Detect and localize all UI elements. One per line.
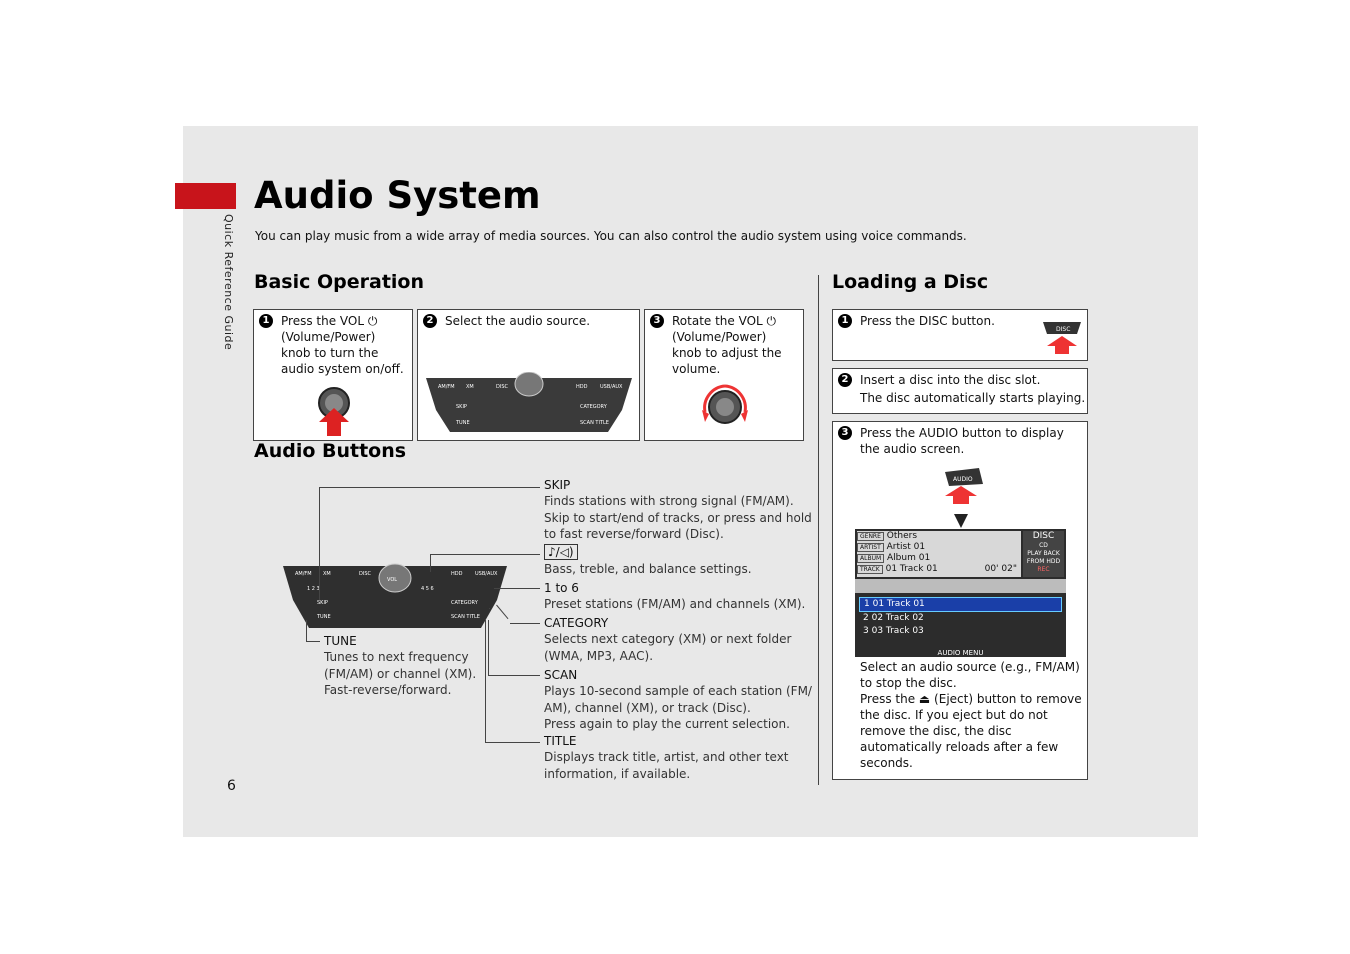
basic-operation-heading: Basic Operation — [254, 271, 425, 293]
step-number: 3 — [650, 314, 664, 328]
sound-settings-label: ♪/◁) — [544, 544, 578, 560]
svg-text:SCAN TITLE: SCAN TITLE — [580, 420, 609, 426]
svg-text:SKIP: SKIP — [317, 600, 328, 606]
step-text: Select the audio source. — [445, 314, 591, 328]
presets-description: Preset stations (FM/AM) and channels (XM… — [544, 597, 806, 611]
audio-panel-diagram: VOL AM/FM XM DISC HDD USB/AUX 1 2 3 4 5 … — [283, 563, 507, 628]
vol-knob-rotate-icon — [702, 384, 748, 424]
leader-line — [488, 675, 540, 676]
column-divider — [818, 275, 819, 785]
svg-text:DISC: DISC — [496, 384, 508, 390]
svg-text:CATEGORY: CATEGORY — [451, 600, 479, 606]
leader-line — [306, 641, 320, 642]
disc-status-panel: DISC CD PLAY BACK FROM HDD REC — [1023, 531, 1064, 577]
step-text: Press the AUDIO button to display the au… — [860, 426, 1064, 456]
step-number: 1 — [259, 314, 273, 328]
title-label: TITLE — [544, 734, 577, 748]
step-number: 2 — [423, 314, 437, 328]
skip-description: Finds stations with strong signal (FM/AM… — [544, 494, 812, 541]
step-box-2: 2 Select the audio source. AM/FM XM DISC… — [417, 309, 640, 441]
svg-text:AM/FM: AM/FM — [438, 384, 455, 390]
leader-line — [510, 623, 540, 624]
svg-text:SKIP: SKIP — [456, 404, 467, 410]
svg-text:SCAN TITLE: SCAN TITLE — [451, 614, 480, 620]
disc-step-box-1: 1 Press the DISC button. DISC — [832, 309, 1088, 361]
disc-step-box-2: 2 Insert a disc into the disc slot. The … — [832, 368, 1088, 414]
svg-text:1 2 3: 1 2 3 — [307, 586, 320, 592]
svg-text:AM/FM: AM/FM — [295, 571, 312, 577]
section-tab — [175, 183, 236, 209]
side-label: Quick Reference Guide — [222, 214, 235, 351]
skip-label: SKIP — [544, 478, 571, 492]
step-number: 1 — [838, 314, 852, 328]
step-number: 3 — [838, 426, 852, 440]
audio-panel-illustration: AM/FM XM DISC HDD USB/AUX SKIP CATEGORY … — [426, 372, 632, 432]
step-number: 2 — [838, 373, 852, 387]
tune-description: Tunes to next frequency (FM/AM) or chann… — [324, 650, 477, 697]
track-list: 1 01 Track 01 2 02 Track 02 3 03 Track 0… — [859, 597, 1062, 638]
svg-text:HDD: HDD — [576, 384, 588, 390]
vol-knob-press-icon — [318, 387, 350, 436]
loading-disc-heading: Loading a Disc — [832, 271, 989, 293]
scan-label: SCAN — [544, 668, 578, 682]
leader-line — [489, 608, 490, 609]
audio-screen: GENRE Others ARTIST Artist 01 ALBUM Albu… — [855, 529, 1066, 657]
step-text: Press the DISC button. — [860, 314, 995, 328]
track-row-selected[interactable]: 1 01 Track 01 — [859, 597, 1062, 612]
leader-line — [488, 620, 489, 675]
svg-text:HDD: HDD — [451, 571, 463, 577]
tune-label: TUNE — [324, 634, 357, 648]
leader-line — [485, 620, 486, 742]
svg-text:TUNE: TUNE — [316, 614, 331, 620]
audio-menu-label: AUDIO MENU — [937, 649, 984, 657]
svg-text:XM: XM — [466, 384, 474, 390]
category-label: CATEGORY — [544, 616, 609, 630]
step-box-1: 1 Press the VOL ⏻ (Volume/Power) knob to… — [253, 309, 413, 441]
svg-text:VOL: VOL — [387, 577, 397, 583]
scan-description: Plays 10-second sample of each station (… — [544, 684, 812, 731]
leader-line — [430, 554, 540, 555]
category-description: Selects next category (XM) or next folde… — [544, 632, 792, 663]
track-row[interactable]: 2 02 Track 02 — [863, 613, 924, 623]
title-description: Displays track title, artist, and other … — [544, 750, 789, 781]
leader-line — [306, 620, 307, 641]
intro-text: You can play music from a wide array of … — [255, 229, 967, 243]
leader-line — [319, 487, 320, 600]
sound-settings-description: Bass, treble, and balance settings. — [544, 562, 752, 576]
leader-line — [494, 588, 540, 589]
page-number: 6 — [227, 778, 236, 794]
page-title: Audio System — [254, 174, 541, 217]
svg-text:TUNE: TUNE — [455, 420, 470, 426]
svg-text:4 5 6: 4 5 6 — [421, 586, 434, 592]
svg-text:USB/AUX: USB/AUX — [600, 384, 623, 390]
svg-text:DISC: DISC — [1056, 326, 1070, 333]
svg-text:DISC: DISC — [359, 571, 371, 577]
disc-button-press-icon: DISC — [1043, 322, 1081, 354]
track-row[interactable]: 3 03 Track 03 — [863, 626, 924, 636]
presets-label: 1 to 6 — [544, 581, 579, 595]
svg-text:CATEGORY: CATEGORY — [580, 404, 608, 410]
svg-text:USB/AUX: USB/AUX — [475, 571, 498, 577]
leader-line — [430, 554, 431, 572]
track-info-panel: GENRE Others ARTIST Artist 01 ALBUM Albu… — [857, 531, 1021, 577]
step-text: Rotate the VOL ⏻ (Volume/Power) knob to … — [672, 314, 782, 376]
step-after-text: Select an audio source (e.g., FM/AM) to … — [860, 660, 1082, 770]
svg-text:AUDIO: AUDIO — [953, 476, 973, 483]
step-text: Insert a disc into the disc slot. The di… — [860, 373, 1086, 405]
leader-line — [319, 487, 540, 488]
leader-line — [485, 742, 540, 743]
audio-button-press-icon: AUDIO — [945, 468, 983, 528]
step-text: Press the VOL ⏻ (Volume/Power) knob to t… — [281, 314, 404, 376]
audio-buttons-heading: Audio Buttons — [254, 440, 407, 462]
svg-text:XM: XM — [323, 571, 331, 577]
step-box-3: 3 Rotate the VOL ⏻ (Volume/Power) knob t… — [644, 309, 804, 441]
